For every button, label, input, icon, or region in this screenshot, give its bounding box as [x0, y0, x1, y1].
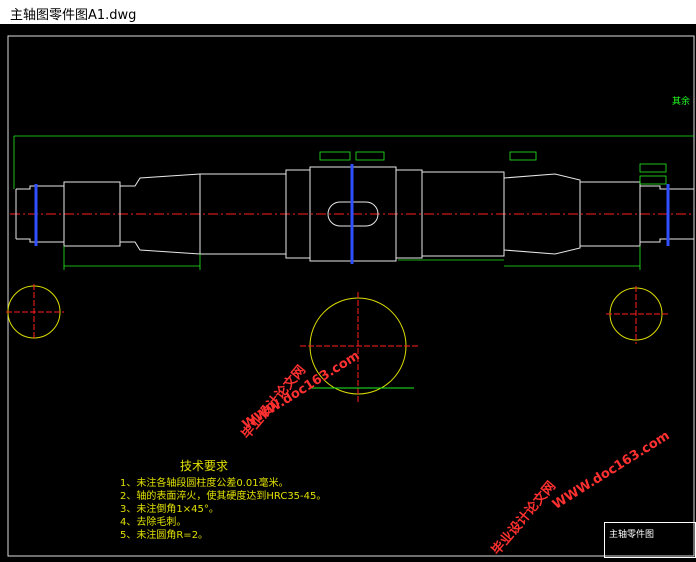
keyway-marks [34, 164, 670, 264]
tech-req-title: 技术要求 [180, 459, 229, 473]
tech-req-item: 3、未注倒角1×45°。 [120, 504, 219, 515]
drawing-canvas[interactable]: 其余 [0, 24, 696, 558]
section-view-center [300, 292, 420, 402]
tech-req-item: 2、轴的表面淬火，使其硬度达到HRC35-45。 [120, 491, 327, 502]
section-view-right [606, 286, 668, 344]
tech-req-item: 4、去除毛刺。 [120, 517, 187, 528]
drawing-frame [7, 35, 695, 557]
technical-requirements: 技术要求 1、未注各轴段圆柱度公差0.01毫米。 2、轴的表面淬火，使其硬度达到… [120, 460, 326, 542]
tech-req-item: 1、未注各轴段圆柱度公差0.01毫米。 [120, 478, 289, 489]
title-block: 主轴零件图 [604, 522, 696, 558]
title-block-name: 主轴零件图 [609, 530, 655, 540]
dimension-lines [13, 135, 694, 270]
window-title: 主轴图零件图A1.dwg [10, 8, 137, 23]
window-titlebar: 主轴图零件图A1.dwg [0, 0, 696, 25]
section-view-left [6, 284, 64, 340]
drawing-svg [6, 35, 695, 557]
shaft-outline [15, 166, 694, 262]
roughness-note: 其余 [672, 97, 691, 107]
tech-req-item: 5、未注圆角R=2。 [120, 530, 209, 541]
